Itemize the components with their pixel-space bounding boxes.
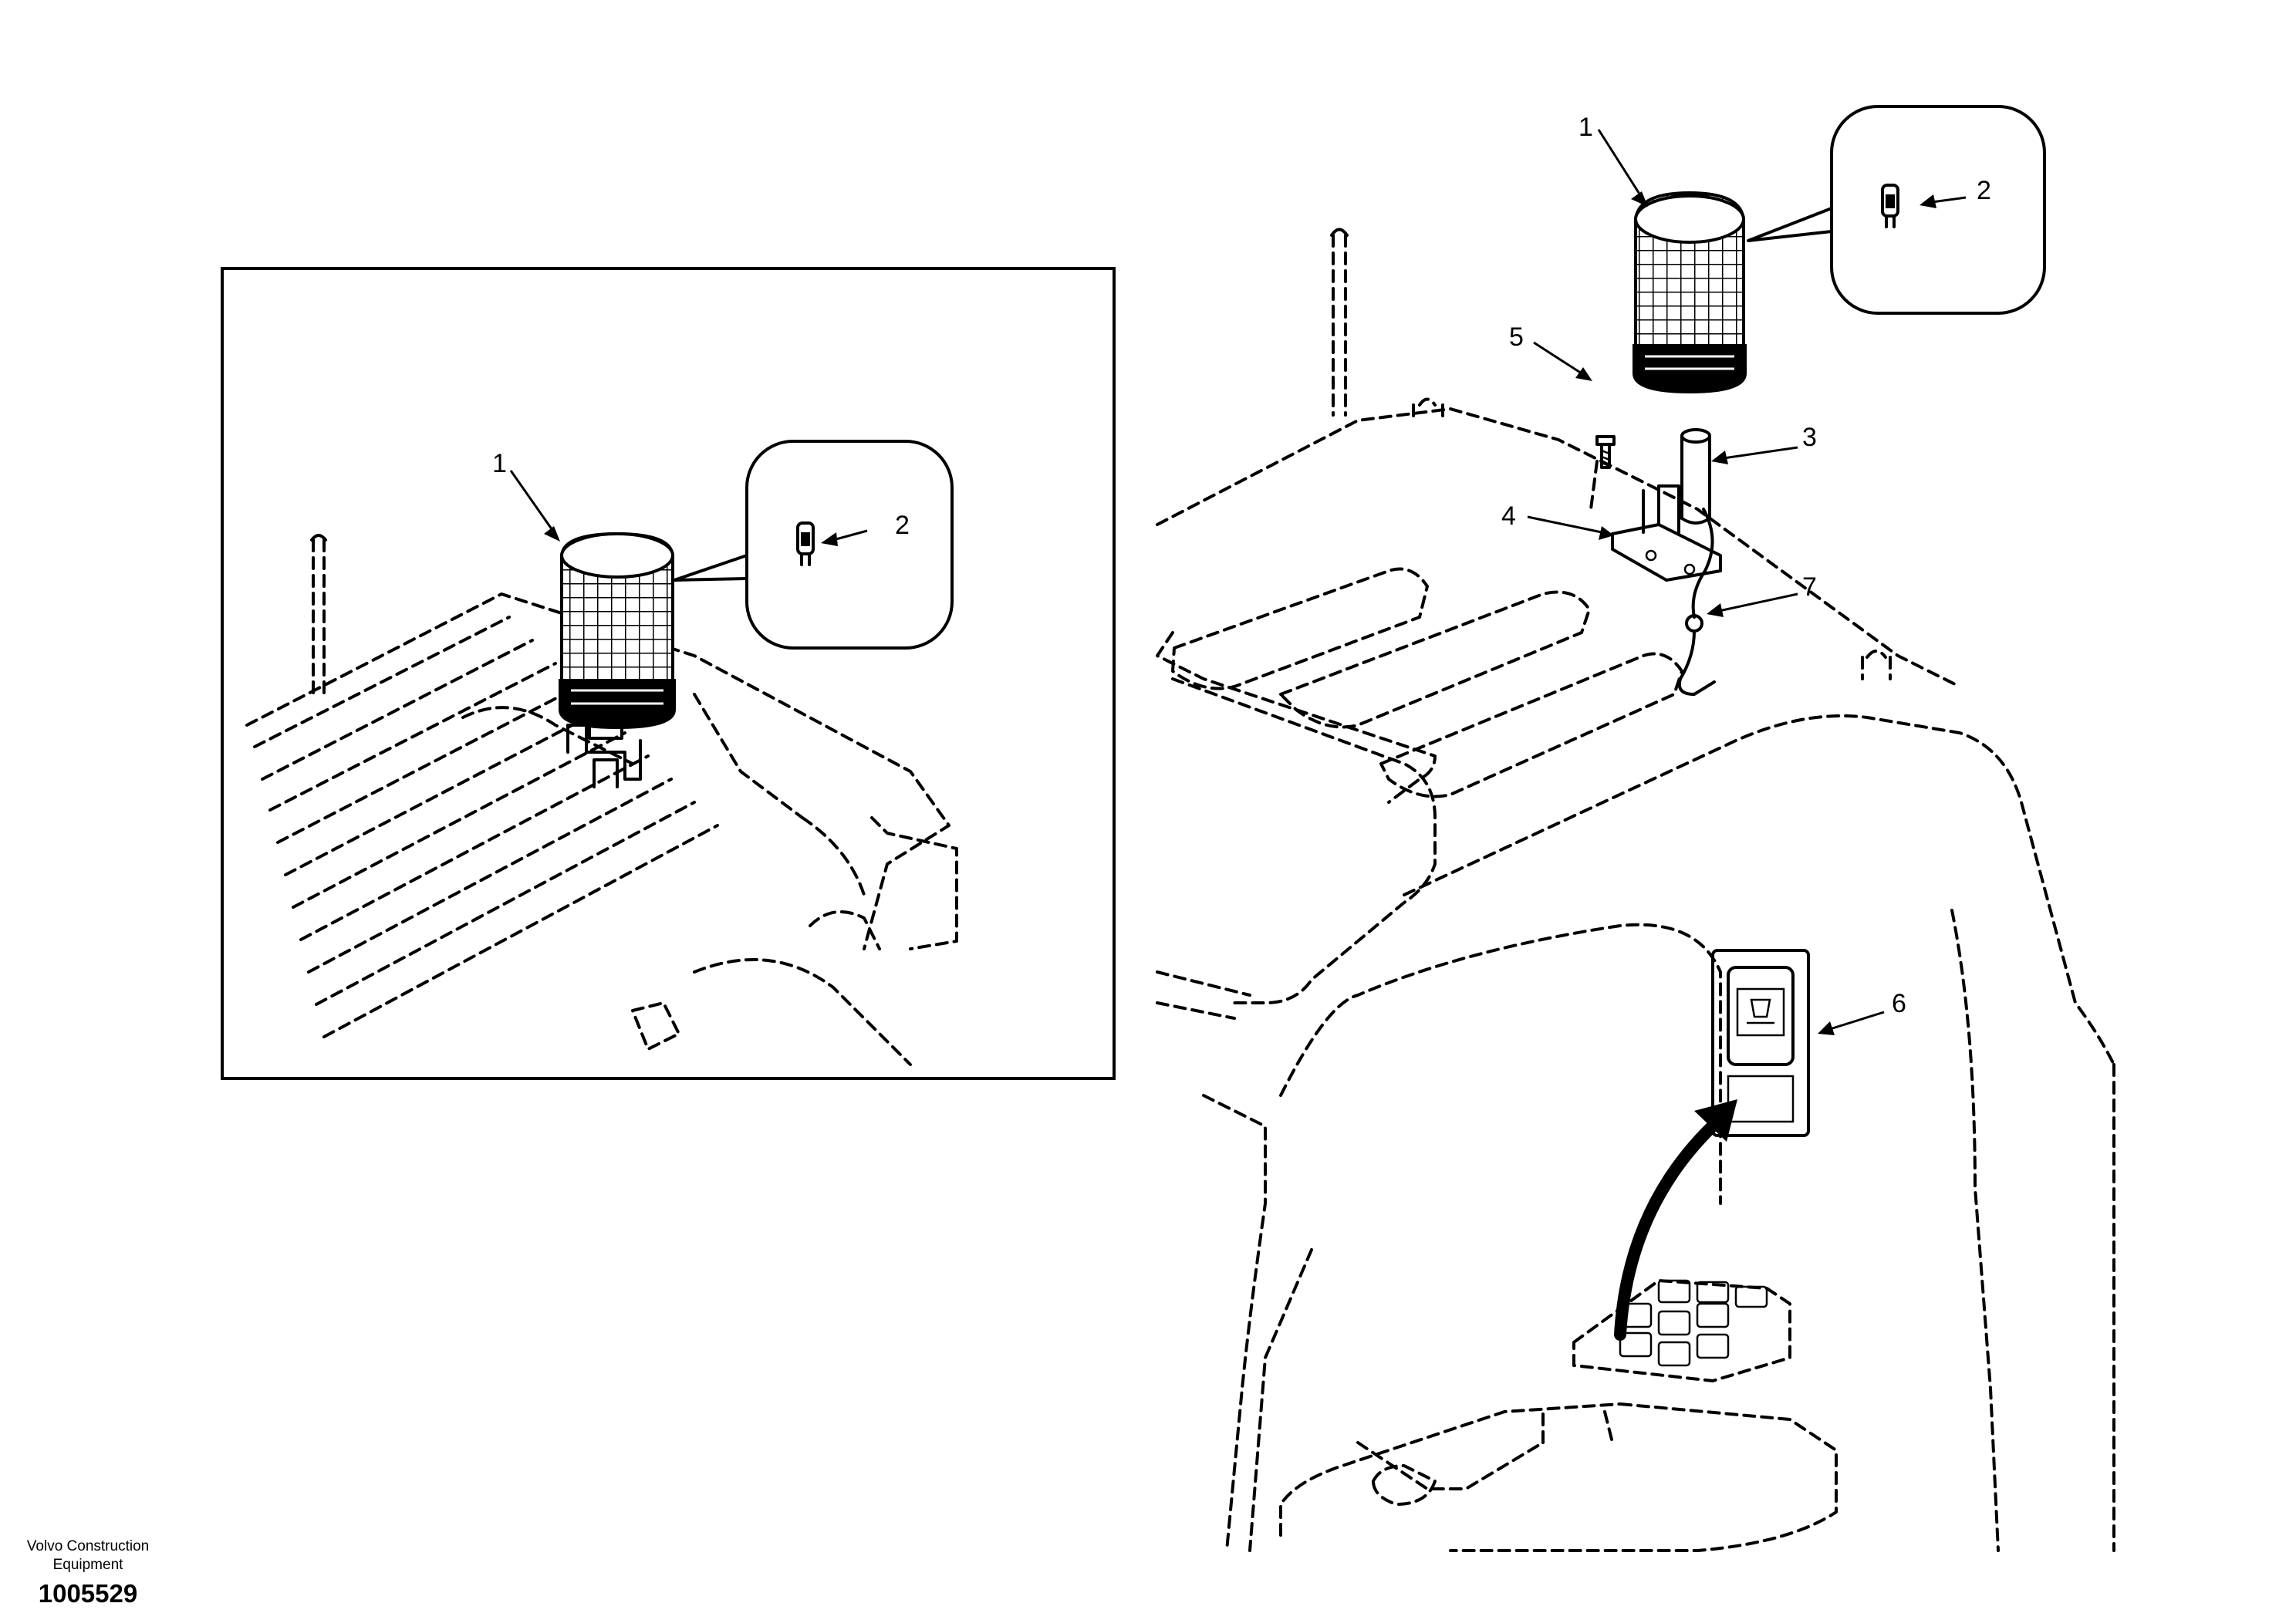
inset-antenna <box>310 534 327 696</box>
main-cab-roof <box>1156 397 2115 1552</box>
console-switch-grid <box>1619 1279 1768 1367</box>
callout-main-screw: 5 <box>1509 322 1524 352</box>
callout-main-pipe: 3 <box>1802 423 1817 452</box>
main-wire <box>1677 508 1716 696</box>
main-mount-bracket <box>1589 460 1722 582</box>
main-switch-console <box>1572 1099 1791 1382</box>
main-antenna <box>1330 228 1349 417</box>
inset-beacon <box>559 532 676 788</box>
callout-main-wire: 7 <box>1802 572 1817 602</box>
inset-bulb-icon <box>796 521 815 566</box>
inset-bulb-bubble <box>673 440 954 650</box>
main-beacon <box>1633 191 1747 393</box>
callout-inset-bulb: 2 <box>895 511 910 540</box>
callout-main-bulb: 2 <box>1977 176 1991 205</box>
main-view <box>1156 105 2115 1552</box>
callout-main-bracket: 4 <box>1501 501 1516 531</box>
callout-main-beacon: 1 <box>1578 113 1593 142</box>
inset-frame <box>221 267 1116 1080</box>
callout-labels: 1 2 1 2 3 4 5 6 7 <box>492 113 1991 1018</box>
main-bulb-icon <box>1881 184 1899 228</box>
document-number: 1005529 <box>38 1579 138 1608</box>
callout-inset-beacon: 1 <box>492 449 507 478</box>
inset-cab-roof <box>245 592 958 1066</box>
brand-line-1: Volvo Construction <box>26 1538 150 1554</box>
main-bulb-bubble <box>1747 105 2046 315</box>
main-screw <box>1595 435 1616 469</box>
callout-main-switch: 6 <box>1892 989 1906 1018</box>
brand-line-2: Equipment <box>52 1557 123 1573</box>
inset-detail-view <box>221 267 1116 1080</box>
main-switch-enlarged <box>1711 949 1810 1137</box>
beacon-symbol-icon <box>1747 998 1774 1024</box>
footer-block: Volvo Construction Equipment 1005529 <box>11 1537 165 1610</box>
